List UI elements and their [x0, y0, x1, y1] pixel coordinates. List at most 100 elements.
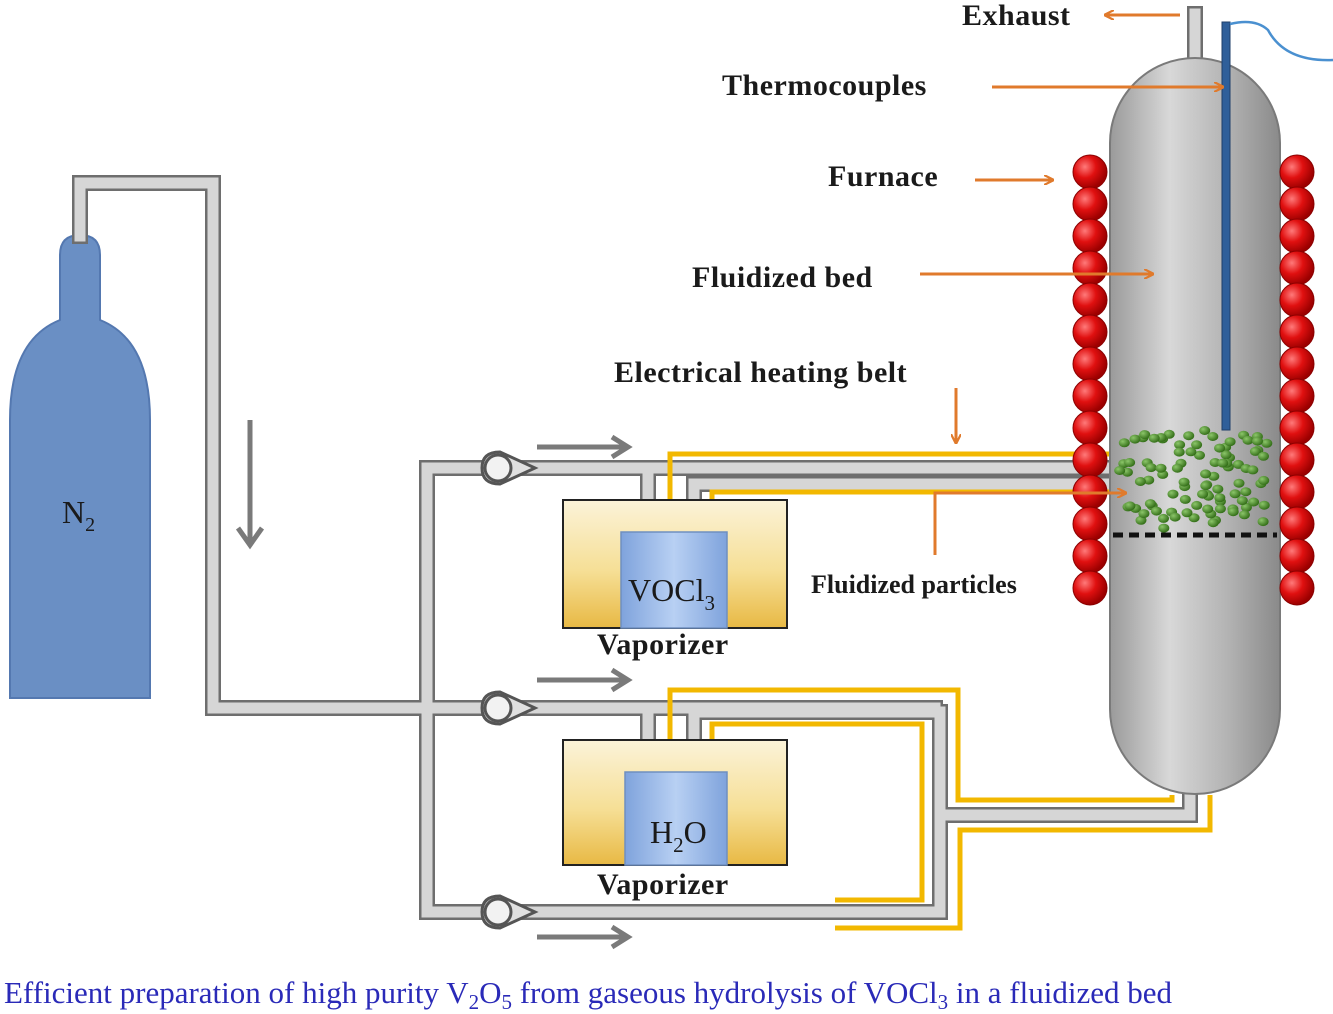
- furnace-ball: [1279, 186, 1315, 222]
- furnace-ball: [1279, 378, 1315, 414]
- fluidized-particle: [1257, 517, 1269, 527]
- fluidized-particle: [1178, 477, 1190, 487]
- furnace-ball: [1072, 506, 1108, 542]
- fluidized-particle: [1179, 494, 1191, 504]
- furnace-ball: [1279, 410, 1315, 446]
- furnace-label: Furnace: [828, 160, 938, 193]
- check-valve-top: [480, 450, 539, 486]
- furnace-ball: [1072, 570, 1108, 606]
- fluidized-particle: [1167, 489, 1179, 499]
- flow-arrow-middle: [537, 667, 633, 693]
- flow-arrows: [235, 420, 633, 950]
- fluidized-particle: [1174, 440, 1186, 450]
- furnace-ball: [1072, 346, 1108, 382]
- fluidized-bed-label: Fluidized bed: [692, 261, 873, 294]
- furnace-ball: [1072, 250, 1108, 286]
- furnace-ball: [1279, 314, 1315, 350]
- fluidized-particle: [1118, 438, 1130, 448]
- furnace-ball: [1072, 442, 1108, 478]
- furnace-ball: [1072, 218, 1108, 254]
- furnace-elements-right: [1279, 154, 1315, 606]
- fluidized-particle: [1197, 489, 1209, 499]
- furnace-ball: [1279, 154, 1315, 190]
- label-pointers: [920, 15, 1222, 555]
- fluidized-particle-cluster: [1114, 426, 1273, 533]
- flow-arrow-top: [537, 434, 633, 460]
- fluidized-particle: [1247, 465, 1259, 475]
- furnace-ball: [1072, 378, 1108, 414]
- fluidized-particle: [1248, 497, 1260, 507]
- fluidized-particles-label: Fluidized particles: [811, 570, 1017, 599]
- fluidized-particle: [1185, 447, 1197, 457]
- check-valve-bottom: [480, 894, 539, 930]
- fluidized-bed-reactor: [1109, 57, 1281, 795]
- fluidized-particle: [1220, 450, 1232, 460]
- h2o-label: H2O: [650, 814, 707, 857]
- fluidized-particle: [1202, 504, 1214, 514]
- fluidized-particle: [1143, 475, 1155, 485]
- fluidized-particle: [1144, 499, 1156, 509]
- fluidized-particle: [1214, 504, 1226, 514]
- flow-arrow-down: [235, 420, 265, 550]
- furnace-ball: [1279, 250, 1315, 286]
- fluidized-particle: [1124, 458, 1136, 467]
- fluidized-particle: [1224, 437, 1236, 447]
- fluidized-particle: [1214, 493, 1226, 503]
- fluidized-particle: [1207, 518, 1219, 528]
- fluidized-particle: [1155, 463, 1167, 473]
- fluidized-particle: [1217, 458, 1229, 468]
- cylinder-n2-label: N2: [62, 494, 95, 536]
- fluidized-particle: [1171, 463, 1183, 473]
- fluidized-particle: [1258, 451, 1269, 461]
- fluidized-particle: [1138, 509, 1150, 519]
- furnace-ball: [1279, 346, 1315, 382]
- gas-pipes: [72, 6, 1203, 920]
- fluidized-particle: [1242, 435, 1254, 445]
- fluidized-particle: [1151, 506, 1162, 516]
- fluidized-particle: [1134, 477, 1146, 486]
- fluidized-particle: [1191, 440, 1203, 450]
- fluidized-particle: [1200, 469, 1212, 479]
- vaporizer-top-label: Vaporizer: [597, 628, 729, 661]
- fluidized-particle: [1199, 426, 1211, 435]
- fluidized-particle: [1238, 510, 1250, 520]
- fluidized-particle: [1183, 431, 1195, 441]
- fluidized-particle: [1236, 496, 1248, 506]
- furnace-ball: [1279, 442, 1315, 478]
- fluidized-particle: [1181, 508, 1193, 518]
- fluidized-particle: [1249, 446, 1261, 456]
- vocl3-label: VOCl3: [628, 572, 715, 615]
- fluidized-particle: [1227, 507, 1239, 517]
- check-valve-middle: [480, 690, 539, 726]
- h2o-vaporizer: [562, 739, 788, 866]
- furnace-ball: [1279, 218, 1315, 254]
- furnace-elements-left: [1072, 154, 1108, 606]
- vaporizer-bottom-label: Vaporizer: [597, 868, 729, 901]
- figure-caption: Efficient preparation of high purity V2O…: [4, 975, 1172, 1014]
- furnace-ball: [1072, 314, 1108, 350]
- fluidized-particle: [1114, 466, 1126, 475]
- fluidized-particle: [1191, 500, 1203, 510]
- furnace-ball: [1279, 474, 1315, 510]
- fluidized-particle: [1233, 478, 1245, 488]
- flow-arrow-bottom: [537, 924, 633, 950]
- fluidized-particle: [1240, 502, 1252, 512]
- furnace-ball: [1072, 154, 1108, 190]
- fluidized-particle: [1158, 523, 1170, 533]
- thermocouples-label: Thermocouples: [722, 69, 927, 102]
- fluidized-particle: [1261, 438, 1273, 448]
- fluidized-particle: [1229, 489, 1241, 499]
- fluidized-particle: [1207, 432, 1219, 441]
- fluidized-particle: [1145, 463, 1157, 473]
- fluidized-particle: [1252, 436, 1263, 446]
- fluidized-particle: [1148, 433, 1160, 443]
- fluidized-particle: [1240, 487, 1252, 497]
- fluidized-particle: [1194, 450, 1205, 460]
- vocl3-vaporizer: [562, 499, 788, 629]
- fluidized-particle: [1258, 475, 1270, 485]
- furnace-ball: [1279, 282, 1315, 318]
- furnace-ball: [1072, 186, 1108, 222]
- fluidized-particle: [1139, 430, 1151, 440]
- fluidized-particle: [1124, 501, 1136, 511]
